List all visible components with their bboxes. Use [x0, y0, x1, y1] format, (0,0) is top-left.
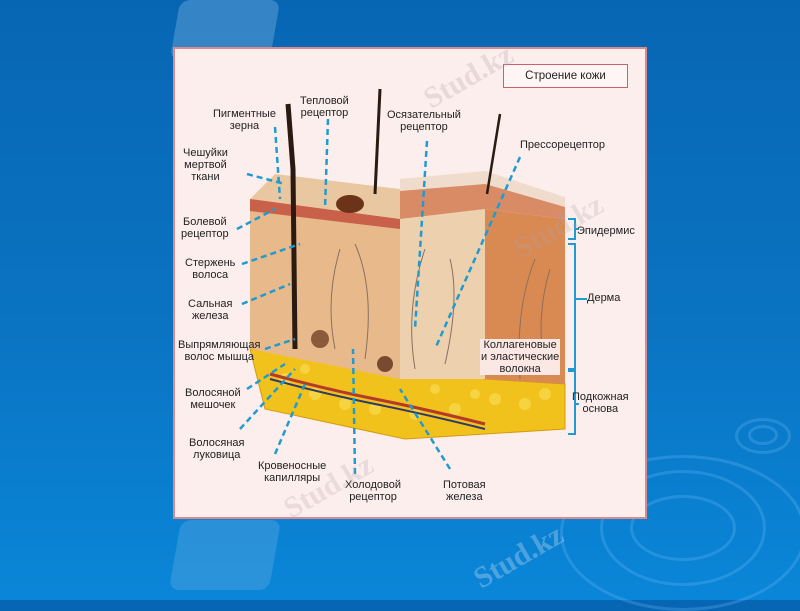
- label-epidermis: Эпидермис: [577, 225, 635, 237]
- label-pressure-receptor: Прессорецептор: [520, 139, 606, 151]
- label-touch-receptor: Осязательный рецептор: [387, 109, 461, 133]
- label-sweat-gland: Потовая железа: [443, 479, 486, 503]
- label-hair-shaft: Стержень волоса: [185, 257, 236, 281]
- label-blood-capillaries: Кровеносные капилляры: [258, 460, 327, 484]
- diagram-card: Строение кожи Тепловой рецептор Осязател…: [173, 47, 647, 519]
- label-cold-receptor: Холодовой рецептор: [345, 479, 402, 503]
- skin-cross-section-illustration: [236, 88, 587, 475]
- label-dermis: Дерма: [587, 292, 621, 304]
- label-pigment-granules: Пигментные зерна: [213, 108, 276, 132]
- label-arrector-pili-muscle: Выпрямляющая волос мышца: [178, 339, 261, 363]
- label-pain-receptor: Болевой рецептор: [181, 216, 229, 240]
- label-subcutaneous-base: Подкожная основа: [572, 391, 629, 415]
- ripple-decoration: [735, 418, 791, 454]
- label-dead-tissue-scales: Чешуйки мертвой ткани: [183, 147, 228, 183]
- watermark-text: Stud.kz: [468, 517, 570, 596]
- ripple-decoration: [748, 425, 778, 445]
- label-sebaceous-gland: Сальная железа: [188, 298, 233, 322]
- label-collagen-elastic-fibers: Коллагеновые и эластические волокна: [480, 339, 561, 375]
- label-hair-follicle: Волосяной мешочек: [185, 387, 241, 411]
- watermark-logo: [168, 520, 282, 590]
- diagram-title: Строение кожи: [503, 64, 628, 88]
- label-heat-receptor: Тепловой рецептор: [300, 95, 349, 119]
- label-hair-bulb: Волосяная луковица: [189, 437, 245, 461]
